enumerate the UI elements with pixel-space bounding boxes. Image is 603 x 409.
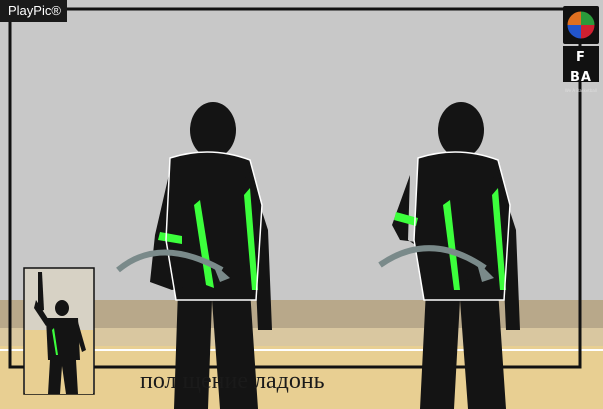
fiba-subtext: We A Basketball bbox=[563, 88, 599, 94]
watermark-label: PlayPic® bbox=[0, 0, 67, 22]
fiba-text-badge: F BA We A Basketball bbox=[563, 46, 599, 82]
fiba-logo-badge bbox=[563, 6, 599, 44]
caption-text: пол щение ладонь bbox=[140, 368, 325, 395]
fiba-ball-icon bbox=[563, 6, 599, 44]
inset-thumbnail bbox=[24, 268, 94, 394]
fiba-text: F BA bbox=[563, 48, 599, 88]
